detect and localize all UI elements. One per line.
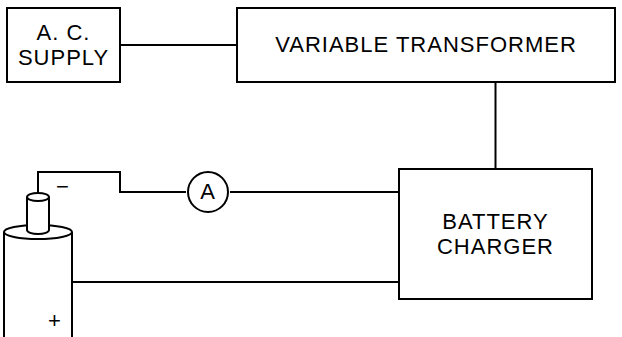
battery [4,193,72,337]
positive-sign: + [48,310,61,332]
box-label: VARIABLE TRANSFORMER [269,32,583,57]
wire-connector [121,44,236,46]
meter-letter: A [200,179,216,204]
process-box: A. C. SUPPLY [6,7,121,83]
box-label: BATTERY CHARGER [400,209,591,260]
wires [38,172,398,282]
ammeter-circle: A [186,170,230,214]
box-label: A. C. SUPPLY [8,20,119,71]
process-box: BATTERY CHARGER [398,168,593,300]
positive-wire [72,281,398,283]
terminal-post [27,197,49,234]
battery-body [4,232,72,337]
negative-sign: − [56,176,69,198]
circle-shape [188,172,228,212]
wire-connector [495,83,497,168]
process-box: VARIABLE TRANSFORMER [236,7,616,83]
terminal-top [27,193,49,201]
wire-connector [230,191,398,193]
